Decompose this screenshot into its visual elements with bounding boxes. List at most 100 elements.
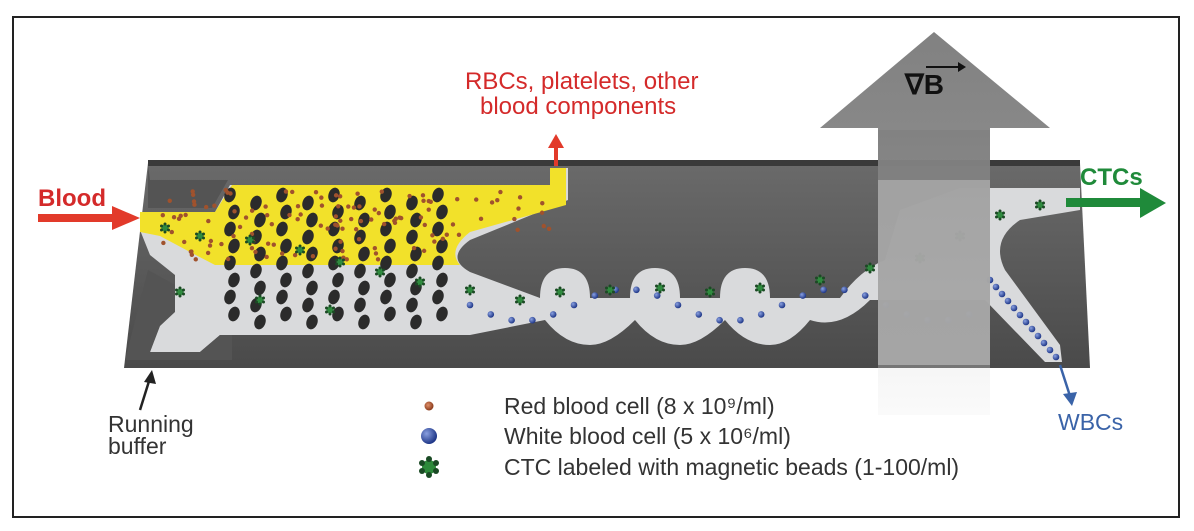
pillar [406, 229, 418, 245]
pillar [306, 246, 318, 262]
rbc-dot [333, 214, 339, 219]
rbc-dot [517, 195, 523, 200]
rbc-dot [418, 215, 424, 220]
white-blood-cells [466, 276, 1060, 361]
pillar [302, 195, 314, 211]
ctc-cell [375, 266, 385, 278]
rbc-dot [237, 224, 243, 230]
red-dot-icon [424, 401, 434, 411]
ctc-cell [325, 304, 335, 316]
rbc-dot [379, 189, 385, 194]
pillar [224, 221, 236, 237]
pillar [276, 289, 288, 305]
rbc-dot [207, 243, 213, 248]
wbc-dot [820, 286, 827, 294]
rbc-dot [444, 232, 449, 237]
wbc-dot [861, 292, 869, 299]
rbc-outlet-label-line1: RBCs, platelets, other [465, 68, 699, 95]
rbc-dot [353, 227, 359, 232]
rbc-dot [338, 218, 343, 223]
rbc-dot [515, 227, 520, 232]
rbc-dot [169, 229, 175, 235]
wbc-dot [998, 290, 1006, 298]
pillar [354, 195, 366, 211]
ctc-cell [555, 286, 565, 298]
rbc-dot [333, 193, 339, 198]
pillar [276, 255, 288, 271]
rbc-dot [422, 222, 428, 228]
rbc-dot [205, 250, 211, 256]
running-buffer-label-line1: Running [108, 411, 194, 437]
wbc-dot [633, 286, 640, 294]
wbc-dot [757, 311, 765, 318]
blood-inlet-wall [148, 165, 228, 208]
pillar [302, 229, 314, 245]
rbc-dot [356, 236, 362, 242]
rbc-dot [269, 221, 275, 227]
rbc-dot [182, 239, 187, 245]
wbc-dot [1010, 304, 1018, 312]
rbc-dot [546, 226, 552, 232]
wbc-dot [716, 316, 723, 324]
rbc-dot [190, 192, 196, 197]
ctc-cell [195, 230, 205, 242]
ctc-cell [335, 256, 345, 268]
ctc-cell [415, 276, 425, 288]
wbc-dot [1004, 297, 1012, 305]
rbc-dot [279, 251, 285, 256]
pillar [306, 280, 318, 296]
gradient-vector-bar-icon [926, 66, 962, 68]
pillar [254, 212, 266, 228]
pillar [302, 263, 314, 279]
pillar [254, 314, 266, 330]
ctc-cell [245, 234, 255, 246]
rbc-dot [232, 209, 237, 214]
rbc-dot [338, 239, 343, 244]
rbc-dot [333, 246, 338, 251]
rbc-dot [183, 212, 188, 218]
pillar [358, 212, 370, 228]
rbc-dot [171, 215, 177, 220]
rbc-dot [421, 248, 427, 254]
rbc-dot [193, 257, 198, 262]
rbc-dot [295, 216, 300, 222]
rbc-dot [206, 218, 211, 224]
rbc-dot [369, 217, 374, 222]
rbc-dot [223, 187, 229, 193]
rbc-dot [310, 254, 316, 259]
rbc-dot [357, 204, 362, 209]
pillar [328, 289, 340, 305]
rbc-dot [355, 191, 360, 196]
rbc-dot [512, 216, 517, 222]
wbc-dot [1040, 339, 1048, 347]
pillar [384, 204, 396, 220]
rbc-outlet-arrow [548, 134, 564, 166]
rbc-dot [287, 212, 292, 218]
wbc-dot [570, 301, 578, 309]
pillar [224, 289, 236, 305]
rbc-dot [428, 199, 433, 205]
pillar [354, 229, 366, 245]
rbc-dot [540, 201, 545, 206]
pillar [406, 263, 418, 279]
wbc-dot [1052, 353, 1060, 361]
rbc-dot [450, 222, 456, 227]
wbc-dot [778, 301, 786, 309]
rbc-dot [318, 223, 324, 228]
wbc-dot [1016, 311, 1024, 319]
buffer-inlet-wall [125, 270, 232, 360]
wbc-dot [653, 292, 661, 299]
rbc-dot [167, 198, 172, 204]
wbc-dot [549, 311, 557, 318]
rbc-dot [263, 204, 268, 209]
rbc-dot [333, 222, 338, 227]
rbc-dot [498, 189, 503, 195]
rbc-dot [249, 208, 255, 213]
pillar [432, 289, 444, 305]
ctc-cell [160, 222, 170, 234]
rbc-dot [295, 204, 301, 209]
pillar [250, 195, 262, 211]
ctc-bead-icon [419, 456, 439, 478]
pillar [254, 280, 266, 296]
ctc-cell [705, 286, 715, 298]
